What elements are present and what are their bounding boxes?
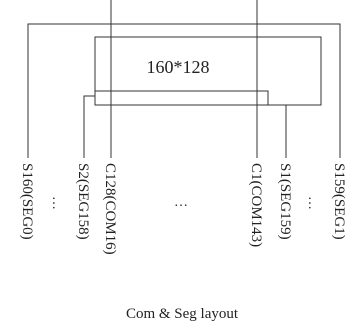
pin-label-c1: C1(COM143) — [248, 163, 264, 247]
wire-s160-s159 — [27, 23, 341, 158]
ellipsis-left: … — [49, 196, 64, 210]
pin-label-s159: S159(SEG1) — [331, 163, 345, 240]
panel-box — [94, 36, 322, 106]
pin-label-c128: C128(COM16) — [102, 163, 118, 255]
panel-label: 160*128 — [147, 57, 210, 77]
wire-panel-inner — [94, 90, 269, 105]
ellipsis-center: … — [174, 195, 188, 210]
ellipsis-right: … — [305, 196, 320, 210]
pin-label-s1: S1(SEG159) — [277, 163, 293, 240]
diagram-caption: Com & Seg layout — [126, 306, 239, 322]
pin-label-s2: S2(SEG158) — [75, 163, 91, 240]
pin-label-s160: S160(SEG0) — [19, 163, 35, 240]
